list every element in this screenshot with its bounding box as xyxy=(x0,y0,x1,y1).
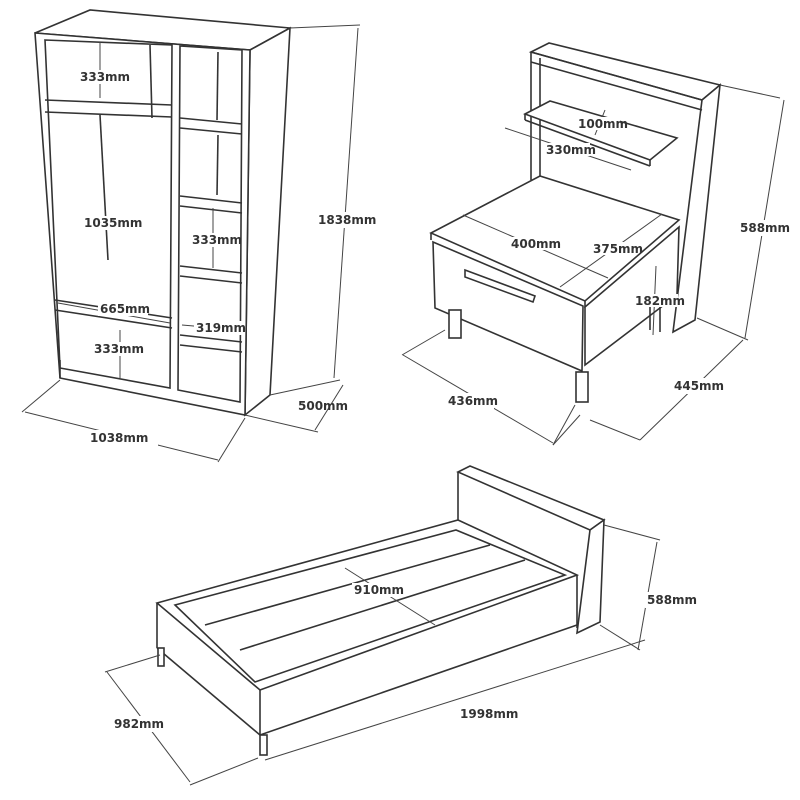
bed-drawing xyxy=(155,465,606,756)
nightstand-shelf-width-label: 330mm xyxy=(546,143,596,157)
wardrobe-dimensions: 333mm 1035mm 333mm 665mm 319mm 333mm 183… xyxy=(21,24,380,463)
bed-dimensions: 910mm 588mm 982mm 1998mm xyxy=(104,524,701,786)
wardrobe-width-label: 1038mm xyxy=(90,431,148,445)
wardrobe-side-width-label: 319mm xyxy=(196,321,246,335)
nightstand-drawing xyxy=(429,42,722,403)
nightstand-shelf-depth-label: 100mm xyxy=(578,117,628,131)
bed-length-label: 1998mm xyxy=(460,707,518,721)
wardrobe-drawing xyxy=(34,9,293,417)
nightstand-top-width-label: 400mm xyxy=(511,237,561,251)
wardrobe-top-shelf-label: 333mm xyxy=(80,70,130,84)
wardrobe-side-shelf-label: 333mm xyxy=(192,233,242,247)
wardrobe-bottom-shelf-label: 333mm xyxy=(94,342,144,356)
nightstand-dimensions: 100mm 330mm 400mm 375mm 182mm 588mm 436m… xyxy=(401,84,794,446)
bed-headboard-height-label: 588mm xyxy=(647,593,697,607)
nightstand-drawer-height-label: 182mm xyxy=(635,294,685,308)
nightstand-height-label: 588mm xyxy=(740,221,790,235)
nightstand-depth-label: 445mm xyxy=(674,379,724,393)
wardrobe-hanging-height-label: 1035mm xyxy=(84,216,142,230)
wardrobe-height-label: 1838mm xyxy=(318,213,376,227)
bed-width-label: 982mm xyxy=(114,717,164,731)
nightstand-top-depth-label: 375mm xyxy=(593,242,643,256)
wardrobe-depth-label: 500mm xyxy=(298,399,348,413)
bed-inner-width-label: 910mm xyxy=(354,583,404,597)
wardrobe-inner-width-label: 665mm xyxy=(100,302,150,316)
nightstand-width-label: 436mm xyxy=(448,394,498,408)
